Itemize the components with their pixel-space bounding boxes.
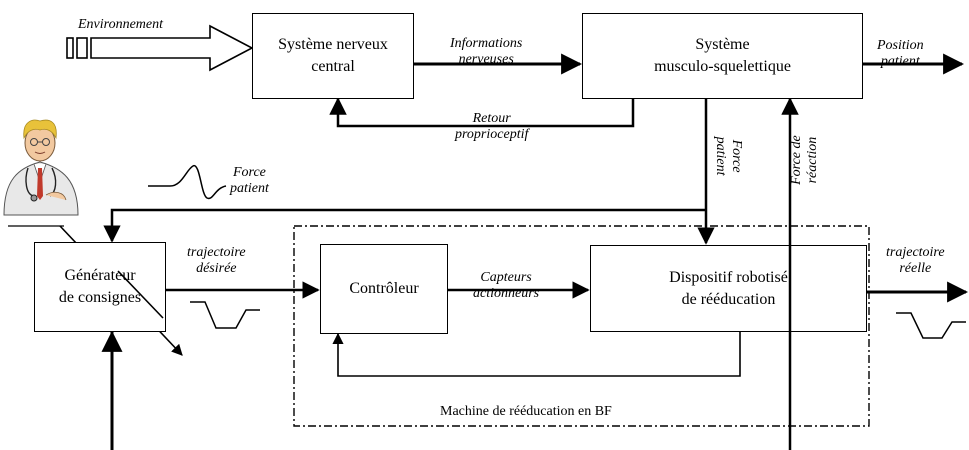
- machine-label: Machine de rééducation en BF: [440, 404, 612, 419]
- robot-title-line1: Dispositif robotisé: [669, 268, 788, 286]
- environment-label: Environnement: [78, 17, 164, 32]
- generator-title-line1: Générateur: [64, 267, 136, 285]
- snc-title-line1: Système nerveux: [278, 36, 388, 54]
- environment-input-arrow: [66, 24, 254, 72]
- msq-title-line2: musculo-squelettique: [654, 58, 791, 75]
- snc-box: Système nerveux central: [252, 13, 414, 99]
- controller-feedback-arrow: [332, 331, 741, 377]
- force-patient-to-generator-arrow: [103, 208, 706, 243]
- generator-box: Générateur de consignes: [34, 242, 166, 332]
- robot-title-line2: de rééducation: [681, 290, 776, 308]
- real-traj-waveform: [896, 312, 966, 339]
- proprio-feedback-arrow: [329, 97, 635, 128]
- desired-traj-waveform: [190, 301, 260, 329]
- controller-box: Contrôleur: [320, 244, 448, 334]
- snc-title-line2: central: [311, 58, 355, 75]
- force-waveform: [148, 165, 227, 200]
- doctor-icon: [3, 119, 79, 227]
- generator-title-line2: de consignes: [58, 289, 142, 306]
- machine-boundary: [293, 225, 870, 427]
- controller-title: Contrôleur: [349, 280, 419, 298]
- robot-box: Dispositif robotisé de rééducation: [590, 245, 867, 332]
- msq-title-line1: Système: [695, 36, 750, 54]
- msq-box: Système musculo-squelettique: [582, 13, 863, 99]
